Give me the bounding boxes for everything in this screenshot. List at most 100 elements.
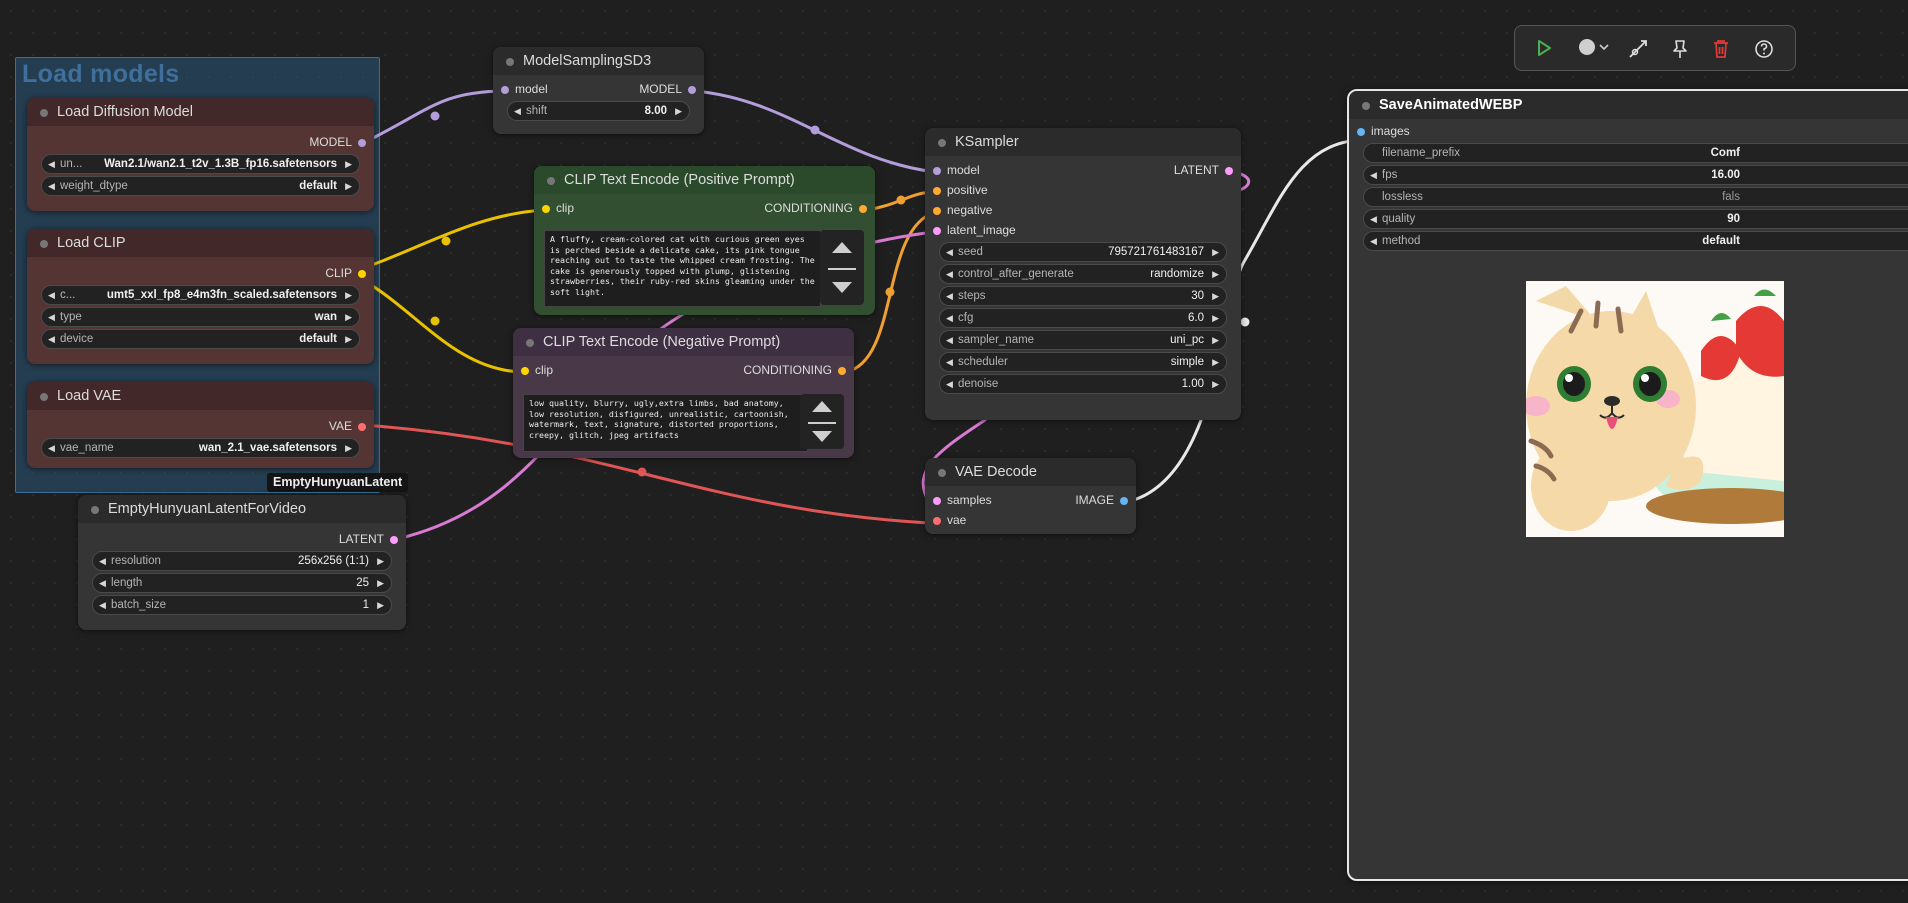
arrow-right-icon[interactable]: ▶ [1212,335,1219,345]
unet-name-widget[interactable]: ◀un...Wan2.1/wan2.1_t2v_1.3B_fp16.safete… [41,154,360,174]
arrow-down-icon[interactable] [812,431,832,442]
arrow-right-icon[interactable]: ▶ [345,181,352,191]
play-icon[interactable] [1535,39,1553,57]
positive-prompt-textarea[interactable]: A fluffy, cream-colored cat with curious… [544,230,821,307]
arrow-left-icon[interactable]: ◀ [1370,214,1377,224]
arrow-right-icon[interactable]: ▶ [1212,313,1219,323]
input-clip-port[interactable]: clip [542,201,574,215]
output-clip-port[interactable]: CLIP [325,266,366,280]
node-title[interactable]: EmptyHunyuanLatentForVideo [78,495,406,523]
input-latent-image-port[interactable]: latent_image [933,223,1016,237]
arrow-right-icon[interactable]: ▶ [345,312,352,322]
arrow-right-icon[interactable]: ▶ [345,334,352,344]
arrow-left-icon[interactable]: ◀ [946,291,953,301]
arrow-left-icon[interactable]: ◀ [1370,236,1377,246]
pin-icon[interactable] [1671,39,1689,59]
node-title[interactable]: Load VAE [27,382,374,410]
input-model-port[interactable]: model [933,163,980,177]
arrow-left-icon[interactable]: ◀ [48,159,55,169]
arrow-left-icon[interactable]: ◀ [946,313,953,323]
input-images-port[interactable]: images [1357,124,1410,138]
prompt-spinner[interactable] [820,230,864,305]
output-model-port[interactable]: MODEL [639,82,696,96]
input-clip-port[interactable]: clip [521,363,553,377]
arrow-left-icon[interactable]: ◀ [99,600,106,610]
arrow-right-icon[interactable]: ▶ [377,600,384,610]
prompt-spinner[interactable] [800,394,844,449]
node-load-clip[interactable]: Load CLIP CLIP ◀c...umt5_xxl_fp8_e4m3fn_… [27,229,374,364]
node-title[interactable]: SaveAnimatedWEBP [1349,91,1908,119]
node-title[interactable]: Load CLIP [27,229,374,257]
help-icon[interactable] [1754,39,1774,59]
input-vae-port[interactable]: vae [933,513,966,527]
arrow-right-icon[interactable]: ▶ [1212,291,1219,301]
input-samples-port[interactable]: samples [933,493,992,507]
arrow-right-icon[interactable]: ▶ [377,556,384,566]
node-title[interactable]: Load Diffusion Model [27,98,374,126]
arrow-right-icon[interactable]: ▶ [345,443,352,453]
arrow-left-icon[interactable]: ◀ [1370,170,1377,180]
arrow-left-icon[interactable]: ◀ [48,443,55,453]
node-clip-text-encode-negative[interactable]: CLIP Text Encode (Negative Prompt) clip … [513,328,854,458]
output-latent-port[interactable]: LATENT [1174,163,1233,177]
output-image-port[interactable]: IMAGE [1075,493,1128,507]
arrow-left-icon[interactable]: ◀ [946,357,953,367]
node-title[interactable]: KSampler [925,128,1241,156]
arrow-left-icon[interactable]: ◀ [99,578,106,588]
output-latent-port[interactable]: LATENT [339,532,398,546]
output-conditioning-port[interactable]: CONDITIONING [764,201,867,215]
arrow-right-icon[interactable]: ▶ [377,578,384,588]
arrow-left-icon[interactable]: ◀ [48,334,55,344]
node-load-diffusion-model[interactable]: Load Diffusion Model MODEL ◀un...Wan2.1/… [27,98,374,211]
chevron-down-icon[interactable] [1599,42,1609,52]
arrow-right-icon[interactable]: ▶ [345,159,352,169]
input-positive-port[interactable]: positive [933,183,988,197]
arrow-left-icon[interactable]: ◀ [946,269,953,279]
negative-prompt-textarea[interactable]: low quality, blurry, ugly,extra limbs, b… [523,394,808,452]
trash-icon[interactable] [1712,39,1730,59]
output-conditioning-port[interactable]: CONDITIONING [743,363,846,377]
node-title[interactable]: VAE Decode [925,458,1136,486]
arrow-right-icon[interactable]: ▶ [345,290,352,300]
arrow-right-icon[interactable]: ▶ [1212,269,1219,279]
circle-menu-icon[interactable] [1577,37,1597,57]
node-title[interactable]: CLIP Text Encode (Negative Prompt) [513,328,854,356]
arrow-left-icon[interactable]: ◀ [48,290,55,300]
arrow-right-icon[interactable]: ▶ [1212,379,1219,389]
node-title[interactable]: CLIP Text Encode (Positive Prompt) [534,166,875,194]
clip-name-widget[interactable]: ◀c...umt5_xxl_fp8_e4m3fn_scaled.safetens… [41,285,360,305]
arrow-left-icon[interactable]: ◀ [48,312,55,322]
node-clip-text-encode-positive[interactable]: CLIP Text Encode (Positive Prompt) clip … [534,166,875,315]
input-model-port[interactable]: model [501,82,548,96]
node-title[interactable]: ModelSamplingSD3 [493,47,704,75]
node-ksampler[interactable]: KSampler model LATENT positive negative … [925,128,1241,420]
arrow-up-icon[interactable] [832,242,852,253]
node-vae-decode[interactable]: VAE Decode samples IMAGE vae [925,458,1136,534]
bypass-icon[interactable] [1628,39,1648,59]
output-vae-port[interactable]: VAE [329,419,366,433]
output-model-port[interactable]: MODEL [309,135,366,149]
arrow-right-icon[interactable]: ▶ [1212,357,1219,367]
arrow-left-icon[interactable]: ◀ [99,556,106,566]
arrow-left-icon[interactable]: ◀ [946,379,953,389]
